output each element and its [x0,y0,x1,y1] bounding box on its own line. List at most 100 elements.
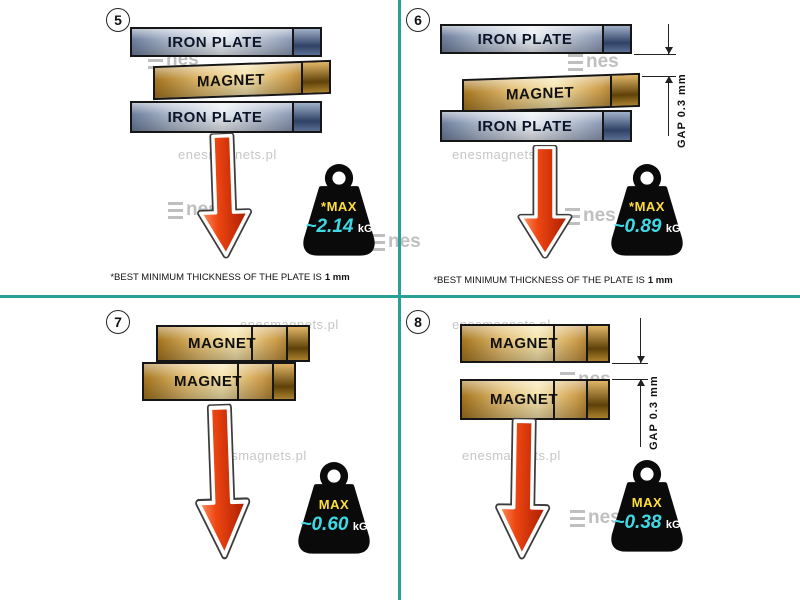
weight-icon: *MAX ~0.89 kG [600,160,694,262]
iron-plate-label: IRON PLATE [477,30,573,48]
weight-unit: kG [352,521,368,534]
enes-logo-text: nes [586,51,619,72]
gap-extension-line [642,76,676,77]
iron-plate-label: IRON PLATE [167,33,263,51]
panel8-magnet-top: MAGNET [460,324,610,363]
gap-extension-line [612,379,648,380]
weight-max-label: MAX [631,495,663,510]
weight-text: *MAX ~2.14 kG [292,199,386,238]
kettlebell-shape [303,164,375,256]
weight-unit: kG [357,223,373,236]
gap-dimension-line [640,379,641,447]
weight-icon: *MAX ~2.14 kG [292,160,386,262]
weight-text: MAX ~0.38 kG [600,495,694,534]
gap-extension-line [612,363,648,364]
gap-arrow-up-icon [665,76,673,83]
pull-force-arrow [515,145,575,259]
magnet-label: MAGNET [197,70,265,91]
enes-logo-text: nes [588,507,621,528]
enes-logo-text: nes [583,205,616,226]
caption-bold: 1 mm [647,275,673,286]
weight-unit: kG [665,223,681,236]
kettlebell-shape [611,164,683,256]
vertical-divider [398,0,401,600]
panel6-number: 6 [406,8,430,32]
panel6-number-text: 6 [414,12,422,28]
gap-dimension-line [640,318,641,363]
panel5-number-text: 5 [114,12,122,28]
panel7-magnet-bottom: MAGNET [142,362,296,401]
panel5-iron-plate-top: IRON PLATE [130,27,322,57]
weight-value: ~0.60 [300,514,349,536]
weight-value: ~0.89 [613,216,662,238]
enes-logo-text: nes [388,231,421,252]
weight-value: ~0.38 [613,512,662,534]
magnet-segment-line [552,381,555,418]
magnet-end-cap [301,61,329,93]
enes-logo-icon [568,54,583,71]
horizontal-divider [0,295,800,298]
panel6-magnet: MAGNET [462,72,640,114]
magnet-segment-line [251,327,253,360]
weight-icon: MAX ~0.38 kG [600,456,694,558]
enes-logo: nes [570,508,621,527]
weight-text: *MAX ~0.89 kG [600,199,694,238]
plate-end-cap [292,29,320,55]
magnet-end-cap [586,326,608,361]
kettlebell-shape [298,462,370,554]
weight-icon: MAX ~0.60 kG [287,458,381,560]
gap-arrow-up-icon [637,379,645,386]
gap-label: GAP 0.3 mm [676,73,688,148]
plate-end-cap [292,103,320,131]
magnet-end-cap [286,327,308,360]
magnet-label: MAGNET [490,391,558,408]
weight-max-label: *MAX [321,199,357,214]
pull-force-arrow [492,417,554,560]
magnet-end-cap [610,74,638,106]
panel7-number: 7 [106,310,130,334]
iron-plate-label: IRON PLATE [167,108,263,126]
panel7-number-text: 7 [114,314,122,330]
magnet-end-cap [586,381,608,418]
pull-force-arrow [189,403,254,561]
pull-force-arrow [192,132,256,260]
plate-end-cap [602,112,630,140]
gap-arrow-down-icon [637,356,645,363]
weight-text: MAX ~0.60 kG [287,497,381,536]
panel8-number: 8 [406,310,430,334]
magnet-label: MAGNET [174,373,242,390]
panel7-magnet-top: MAGNET [156,325,310,362]
weight-max-label: MAX [318,497,350,512]
enes-logo: nes [568,52,619,71]
plate-end-cap [602,26,630,52]
caption-bold: 1 mm [324,272,350,283]
weight-value: ~2.14 [305,216,354,238]
magnet-end-cap [272,364,294,399]
gap-arrow-down-icon [665,47,673,54]
panel8-number-text: 8 [414,314,422,330]
magnet-segment-line [552,326,555,361]
magnet-segment-line [237,364,239,399]
panel5-number: 5 [106,8,130,32]
panel6-iron-plate-top: IRON PLATE [440,24,632,54]
enes-logo-icon [168,202,183,219]
magnet-label: MAGNET [506,83,574,104]
enes-logo-icon [570,510,585,527]
gap-extension-line [634,54,676,55]
panel5-magnet: MAGNET [153,59,331,101]
caption-text: *BEST MINIMUM THICKNESS OF THE PLATE IS [110,272,322,283]
magnet-label: MAGNET [490,335,558,352]
panel8-magnet-bottom: MAGNET [460,379,610,420]
weight-unit: kG [665,519,681,532]
caption-text: *BEST MINIMUM THICKNESS OF THE PLATE IS [433,275,645,286]
watermark-site: enesmagnets.pl [452,147,551,162]
gap-label: GAP 0.3 mm [648,375,660,450]
weight-max-label: *MAX [629,199,665,214]
panel6-iron-plate-bottom: IRON PLATE [440,110,632,142]
kettlebell-shape [611,460,683,552]
panel5-iron-plate-bottom: IRON PLATE [130,101,322,133]
iron-plate-label: IRON PLATE [477,117,573,135]
